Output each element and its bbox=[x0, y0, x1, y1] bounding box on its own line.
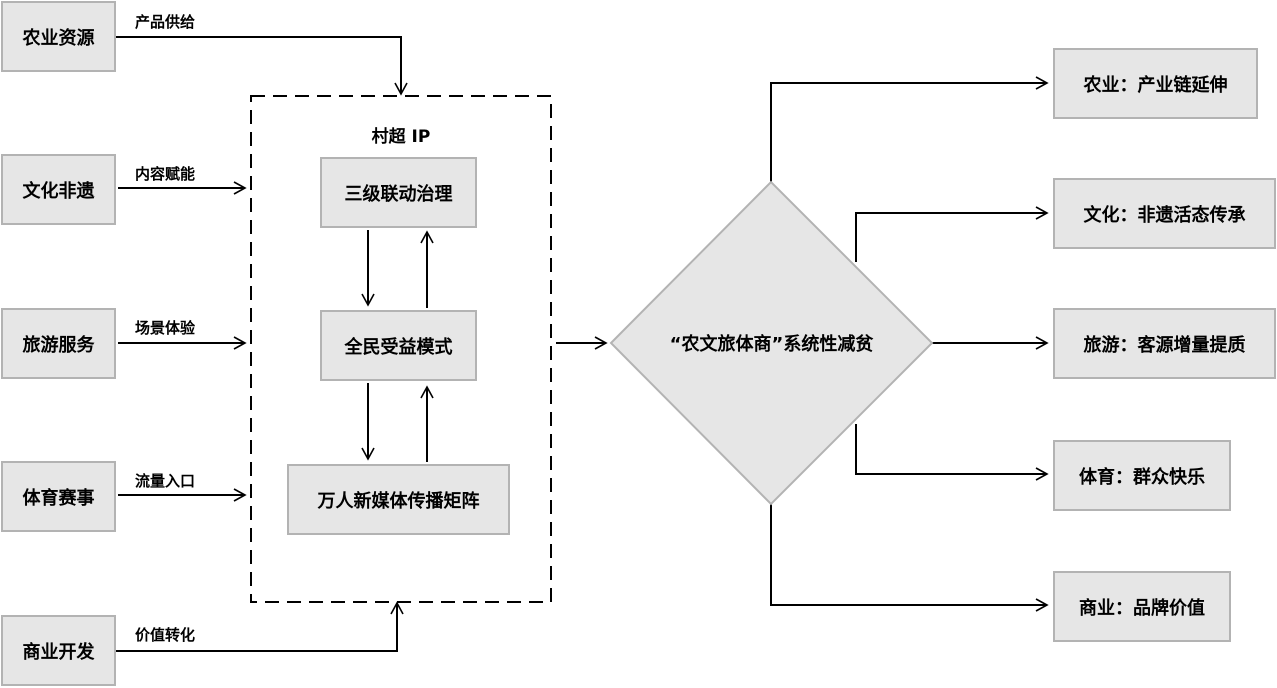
decision-label: “农文旅体商”系统性减贫 bbox=[669, 334, 874, 355]
flow-label: 产品供给 bbox=[135, 13, 196, 31]
core-title: 村超 IP bbox=[371, 127, 431, 147]
core-step-benefit: 全民受益模式 bbox=[320, 310, 477, 381]
output-commerce: 商业：品牌价值 bbox=[1053, 571, 1231, 642]
flow-label: 价值转化 bbox=[135, 626, 196, 644]
flow-label: 流量入口 bbox=[135, 472, 196, 490]
arrow-agri bbox=[115, 36, 408, 96]
flow-label: 场景体验 bbox=[135, 319, 196, 337]
arrow-commerce bbox=[115, 601, 404, 652]
decision-diamond bbox=[609, 180, 934, 506]
output-culture: 文化：非遗活态传承 bbox=[1053, 178, 1276, 249]
output-agriculture: 农业：产业链延伸 bbox=[1053, 48, 1258, 119]
core-step-governance: 三级联动治理 bbox=[320, 157, 477, 228]
input-agriculture: 农业资源 bbox=[1, 1, 116, 72]
input-commerce: 商业开发 bbox=[1, 615, 116, 686]
core-step-media: 万人新媒体传播矩阵 bbox=[287, 464, 510, 535]
input-tourism: 旅游服务 bbox=[1, 308, 116, 379]
input-sports: 体育赛事 bbox=[1, 461, 116, 532]
output-sports: 体育：群众快乐 bbox=[1053, 440, 1231, 511]
input-culture: 文化非遗 bbox=[1, 154, 116, 225]
core-dashed-container bbox=[250, 95, 552, 603]
output-tourism: 旅游：客源增量提质 bbox=[1053, 308, 1276, 379]
flow-label: 内容赋能 bbox=[135, 165, 196, 183]
